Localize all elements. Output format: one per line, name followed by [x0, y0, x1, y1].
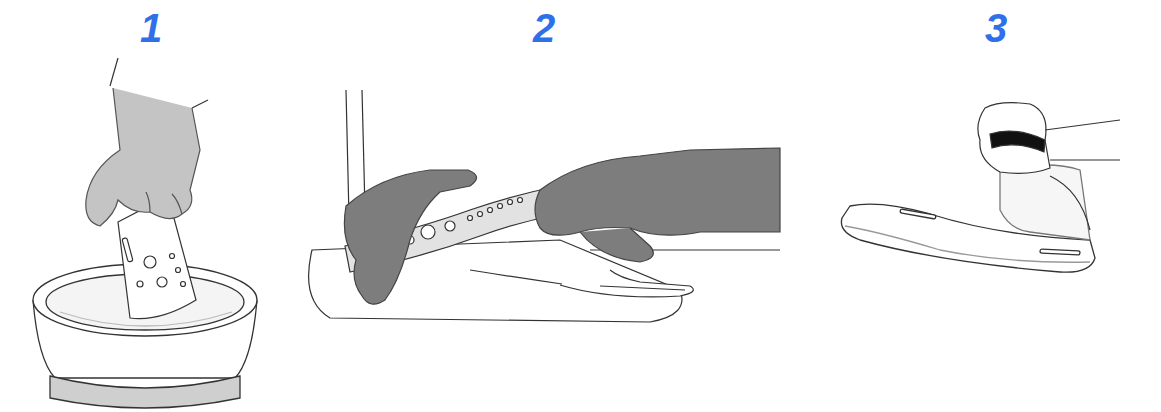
- gloved-hand: [86, 58, 208, 226]
- finished-splint: [841, 165, 1095, 272]
- step-number: 2: [533, 6, 555, 50]
- hand-with-strap: [978, 103, 1120, 230]
- gloved-hand: [344, 148, 780, 304]
- step-number: 1: [140, 6, 162, 50]
- step-number: 3: [985, 6, 1007, 50]
